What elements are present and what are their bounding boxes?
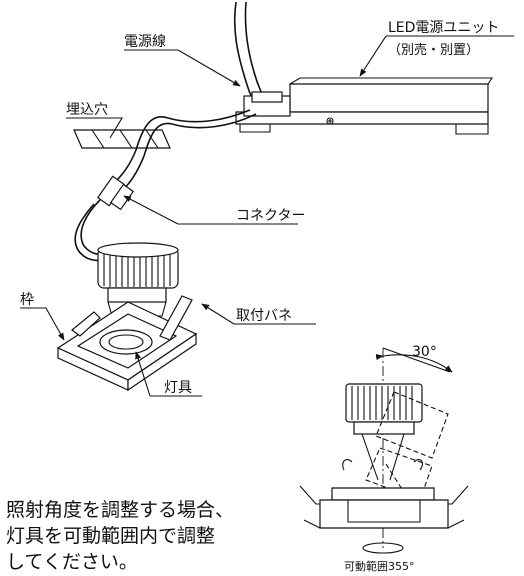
tilt-side-view-graphic	[299, 347, 469, 554]
mount-spring-graphic	[71, 295, 193, 341]
power-cord-graphic	[233, 1, 267, 105]
mount-spring-label: 取付バネ	[236, 308, 292, 324]
note-line-2: 灯具を可動範囲内で調整	[6, 525, 215, 547]
embed-hole-graphic	[73, 129, 171, 149]
frame-graphic	[56, 301, 198, 392]
embed-hole-label: 埋込穴	[66, 102, 108, 118]
wire-graphic	[109, 109, 257, 195]
power-unit-label: LED電源ユニット	[388, 20, 499, 36]
power-unit-note: （別売・別置）	[388, 42, 479, 58]
fixture-heatsink-graphic	[97, 242, 179, 317]
frame-label: 枠	[20, 292, 34, 308]
fixture-label: 灯具	[164, 380, 192, 396]
note-line-3: してください。	[6, 551, 138, 573]
note-line-1: 照射角度を調整する場合、	[6, 499, 234, 521]
leader-lines	[20, 35, 514, 397]
rotation-range-label: 可動範囲355°	[344, 559, 415, 573]
power-cord-label: 電源線	[124, 34, 166, 50]
connector-label: コネクター	[236, 208, 305, 224]
tilt-angle-label: 30°	[412, 344, 437, 360]
led-power-unit-graphic	[235, 77, 494, 135]
